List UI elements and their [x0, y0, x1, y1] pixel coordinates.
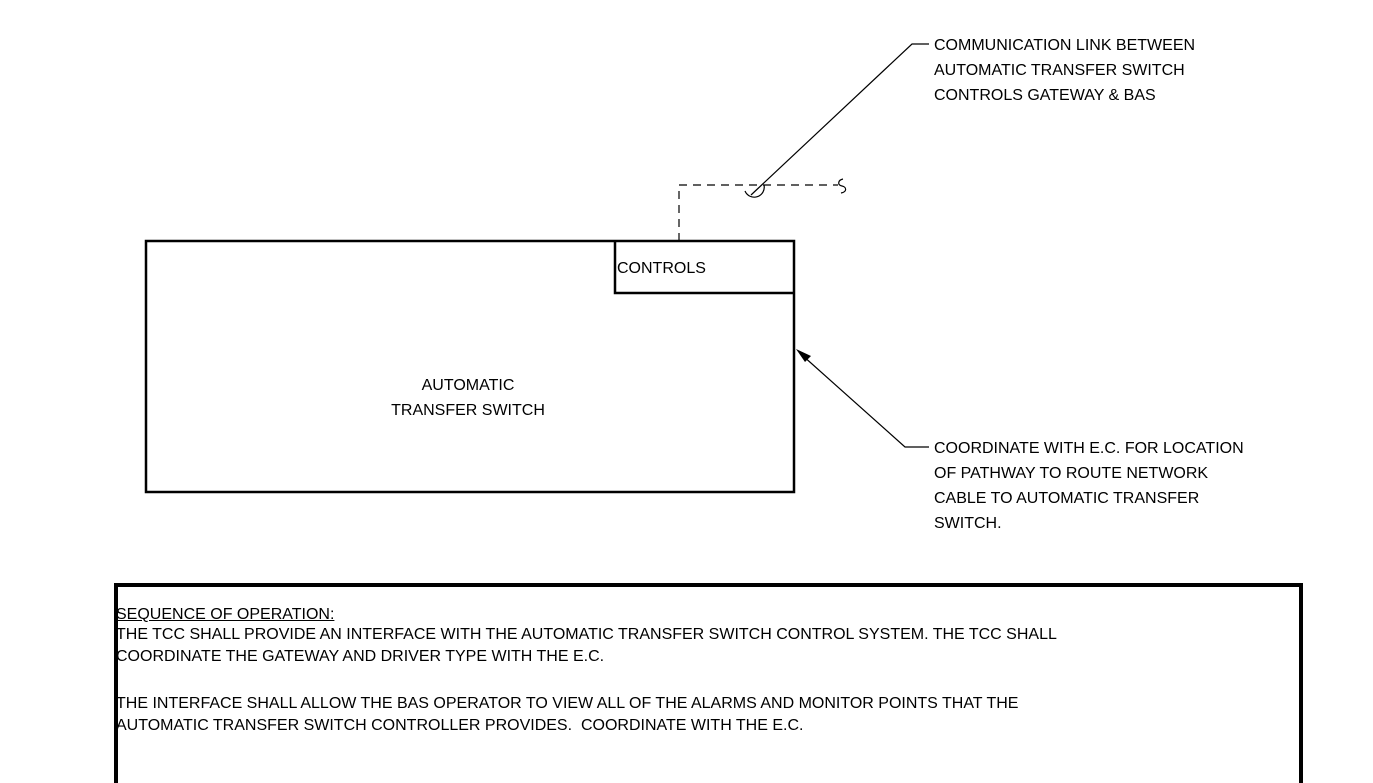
callout-right-arrowhead [796, 349, 811, 362]
callout-top-line-3: CONTROLS GATEWAY & BAS [934, 87, 1156, 104]
callout-top-leader [750, 43, 929, 196]
callout-right-line-4: SWITCH. [934, 515, 1002, 532]
ats-label-line-1: AUTOMATIC [422, 377, 515, 394]
controls-compartment [613, 241, 794, 295]
ats-label-line-2: TRANSFER SWITCH [391, 402, 545, 419]
controls-label: CONTROLS [617, 260, 706, 277]
callout-right-line-2: OF PATHWAY TO ROUTE NETWORK [934, 465, 1208, 482]
callout-top-leader-terminator [744, 184, 765, 198]
ats-diagram: CONTROLS AUTOMATIC TRANSFER SWITCH COMMU… [144, 37, 1244, 532]
sequence-paragraph-2: THE INTERFACE SHALL ALLOW THE BAS OPERAT… [116, 695, 1019, 734]
callout-top-line-2: AUTOMATIC TRANSFER SWITCH [934, 62, 1185, 79]
callout-right-leader [801, 354, 929, 448]
sequence-paragraph-1: THE TCC SHALL PROVIDE AN INTERFACE WITH … [116, 626, 1057, 665]
callout-top-line-1: COMMUNICATION LINK BETWEEN [934, 37, 1195, 54]
sequence-of-operation-box [114, 583, 1303, 783]
cable-termination-symbol [838, 178, 847, 194]
sequence-title: SEQUENCE OF OPERATION: [116, 606, 335, 623]
ats-enclosure [144, 239, 796, 494]
communication-link-dashed [678, 184, 838, 241]
callout-right-line-1: COORDINATE WITH E.C. FOR LOCATION [934, 440, 1244, 457]
callout-right-line-3: CABLE TO AUTOMATIC TRANSFER [934, 490, 1199, 507]
